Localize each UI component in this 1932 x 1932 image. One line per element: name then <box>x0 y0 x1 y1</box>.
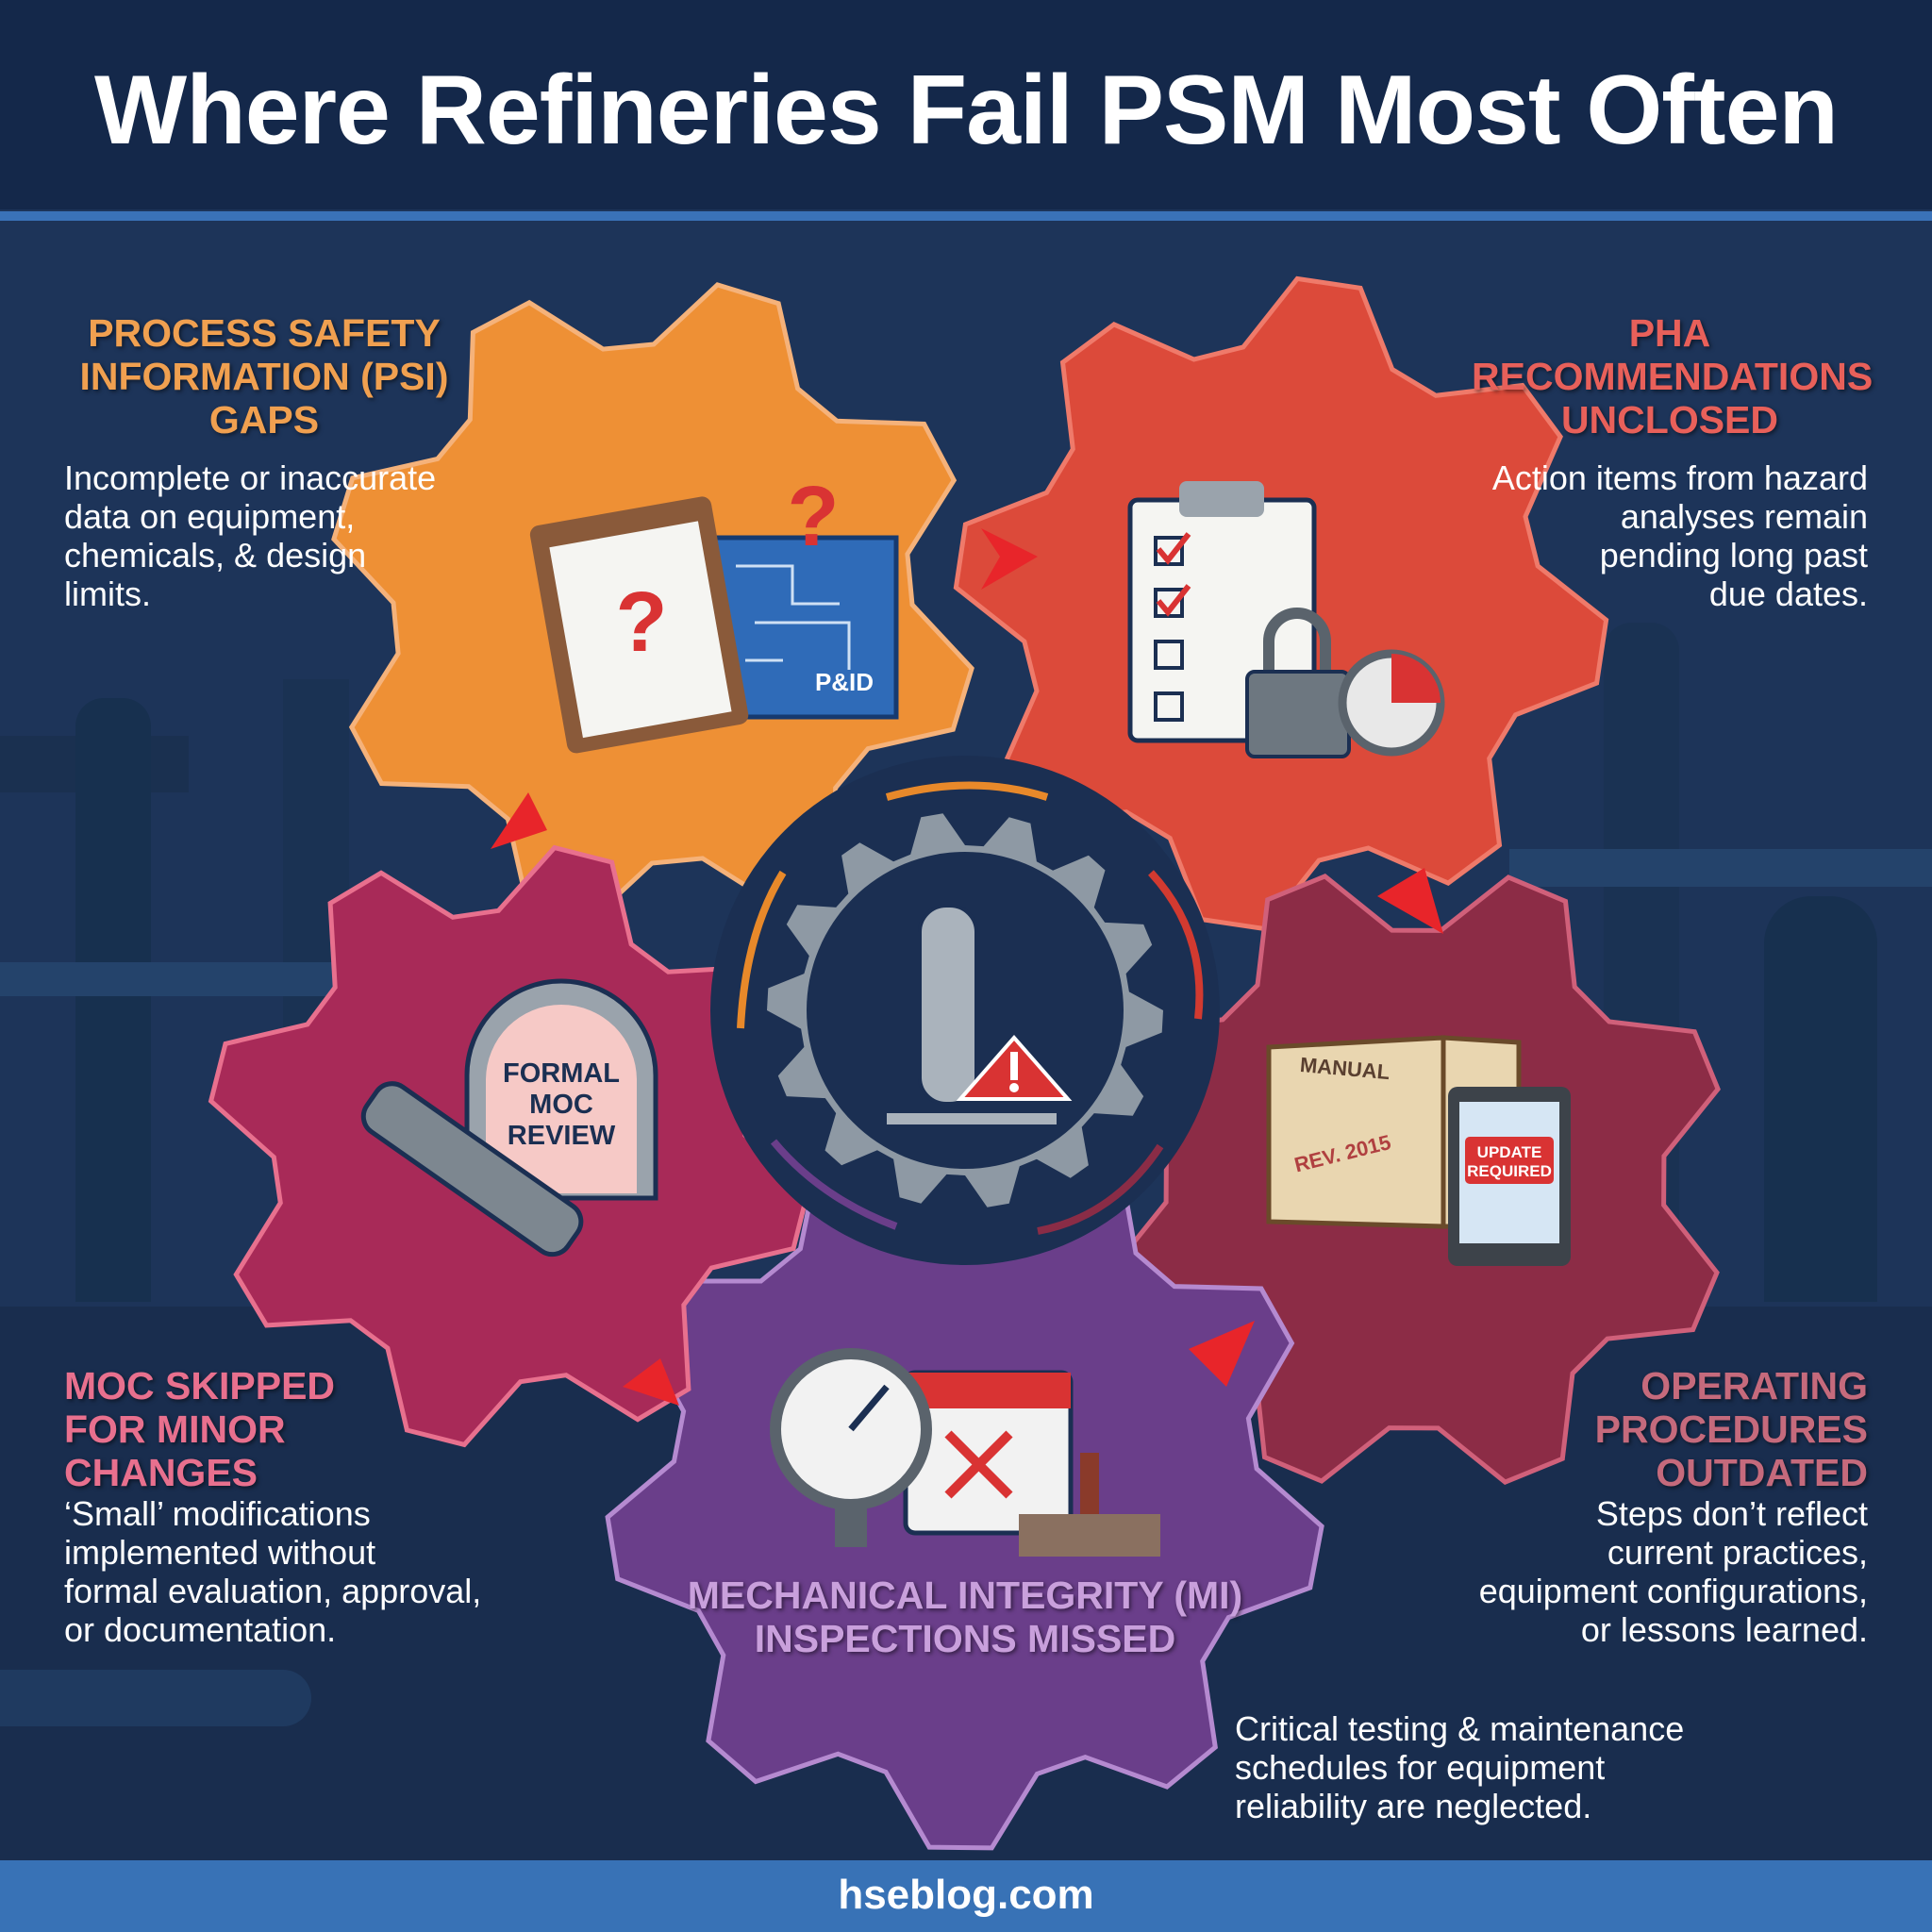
svg-text:P&ID: P&ID <box>815 668 874 696</box>
operating-heading: OPERATING PROCEDURES OUTDATED <box>1594 1364 1868 1494</box>
flow-arrows <box>491 528 1443 1406</box>
mi-heading: MECHANICAL INTEGRITY (MI) INSPECTIONS MI… <box>687 1574 1243 1660</box>
pha-description: Action items from hazard analyses remain… <box>1491 458 1868 613</box>
moc-heading: MOC SKIPPED FOR MINOR CHANGES <box>64 1364 336 1494</box>
svg-text:UPDATE: UPDATE <box>1477 1143 1542 1161</box>
header-bar <box>0 0 1932 209</box>
svg-text:MOC: MOC <box>529 1090 593 1120</box>
gauge-calendar-valve-icon <box>770 1348 1160 1557</box>
footer-website[interactable]: hseblog.com <box>838 1872 1094 1918</box>
psi-heading: PROCESS SAFETY INFORMATION (PSI) GAPS <box>79 311 449 441</box>
operating-description: Steps don’t reflect current practices, e… <box>1478 1494 1868 1649</box>
footer-bar <box>0 1860 1932 1932</box>
pha-heading: PHA RECOMMENDATIONS UNCLOSED <box>1472 311 1874 441</box>
manual-tablet-icon: MANUAL REV. 2015 UPDATE REQUIRED <box>1266 1035 1571 1266</box>
psi-description: Incomplete or inaccurate data on equipme… <box>64 458 437 613</box>
svg-text:FORMAL: FORMAL <box>503 1058 620 1089</box>
moc-gate-pipe-icon: FORMAL MOC REVIEW <box>360 978 658 1257</box>
header-divider <box>0 211 1932 221</box>
psi-clipboard-pid-icon: P&ID ? ? <box>529 470 899 754</box>
mi-description: Critical testing & maintenance schedules… <box>1235 1709 1685 1825</box>
svg-text:REVIEW: REVIEW <box>508 1121 616 1151</box>
center-cycle-arrows <box>737 781 1204 1235</box>
page-title: Where Refineries Fail PSM Most Often <box>94 56 1839 165</box>
svg-text:?: ? <box>616 575 668 670</box>
moc-description: ‘Small’ modifications implemented withou… <box>64 1494 482 1649</box>
svg-text:?: ? <box>788 470 840 564</box>
svg-text:REQUIRED: REQUIRED <box>1467 1162 1552 1180</box>
pha-checklist-lock-timer-icon <box>1127 481 1445 758</box>
refinery-warning-icon <box>887 904 1073 1124</box>
